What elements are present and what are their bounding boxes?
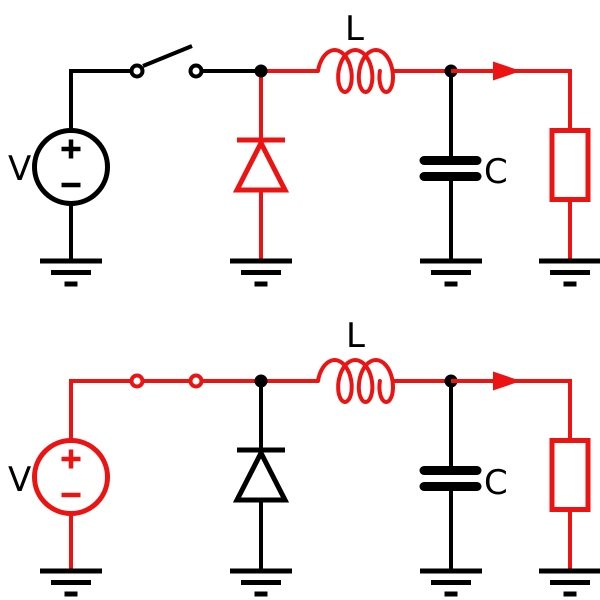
source-label: V [8,460,31,500]
capacitor-ground-icon [420,568,482,597]
input-junction-node [254,64,268,78]
plus-icon [61,139,81,159]
wire-output-to-load [451,379,572,442]
input-junction-node [254,374,268,388]
circuit-switch-closed: V L C [8,316,600,597]
switch-terminal-left [129,373,145,389]
capacitor-label: C [484,463,508,503]
source-ground-icon [40,258,102,287]
inductor-coil [316,48,395,94]
capacitor-ground-icon [420,258,482,287]
switch-terminal-left [129,63,145,79]
diode-ground-icon [230,258,292,287]
switch-blade-open [142,44,193,68]
load-resistor [549,128,591,202]
inductor-coil [316,358,395,404]
load-ground-icon [539,258,600,287]
wire-source-to-switch [69,379,261,442]
plus-icon [61,449,81,469]
wire-output-to-load [451,69,572,132]
freewheel-diode [232,137,290,193]
current-arrow-icon [493,61,521,81]
wire-source-to-switch [69,69,131,132]
switch-terminal-right [188,63,204,79]
diode-ground-icon [230,568,292,597]
inductor-label: L [345,9,364,49]
circuit-switch-open: V L C [8,9,600,287]
source-label: V [8,149,31,189]
source-ground-icon [40,568,102,597]
switch-terminal-right [188,373,204,389]
capacitor-label: C [484,152,508,192]
freewheel-diode [232,447,290,503]
load-resistor [549,438,591,512]
inductor-label: L [346,316,365,356]
load-ground-icon [539,568,600,597]
current-arrow-icon [493,371,521,391]
